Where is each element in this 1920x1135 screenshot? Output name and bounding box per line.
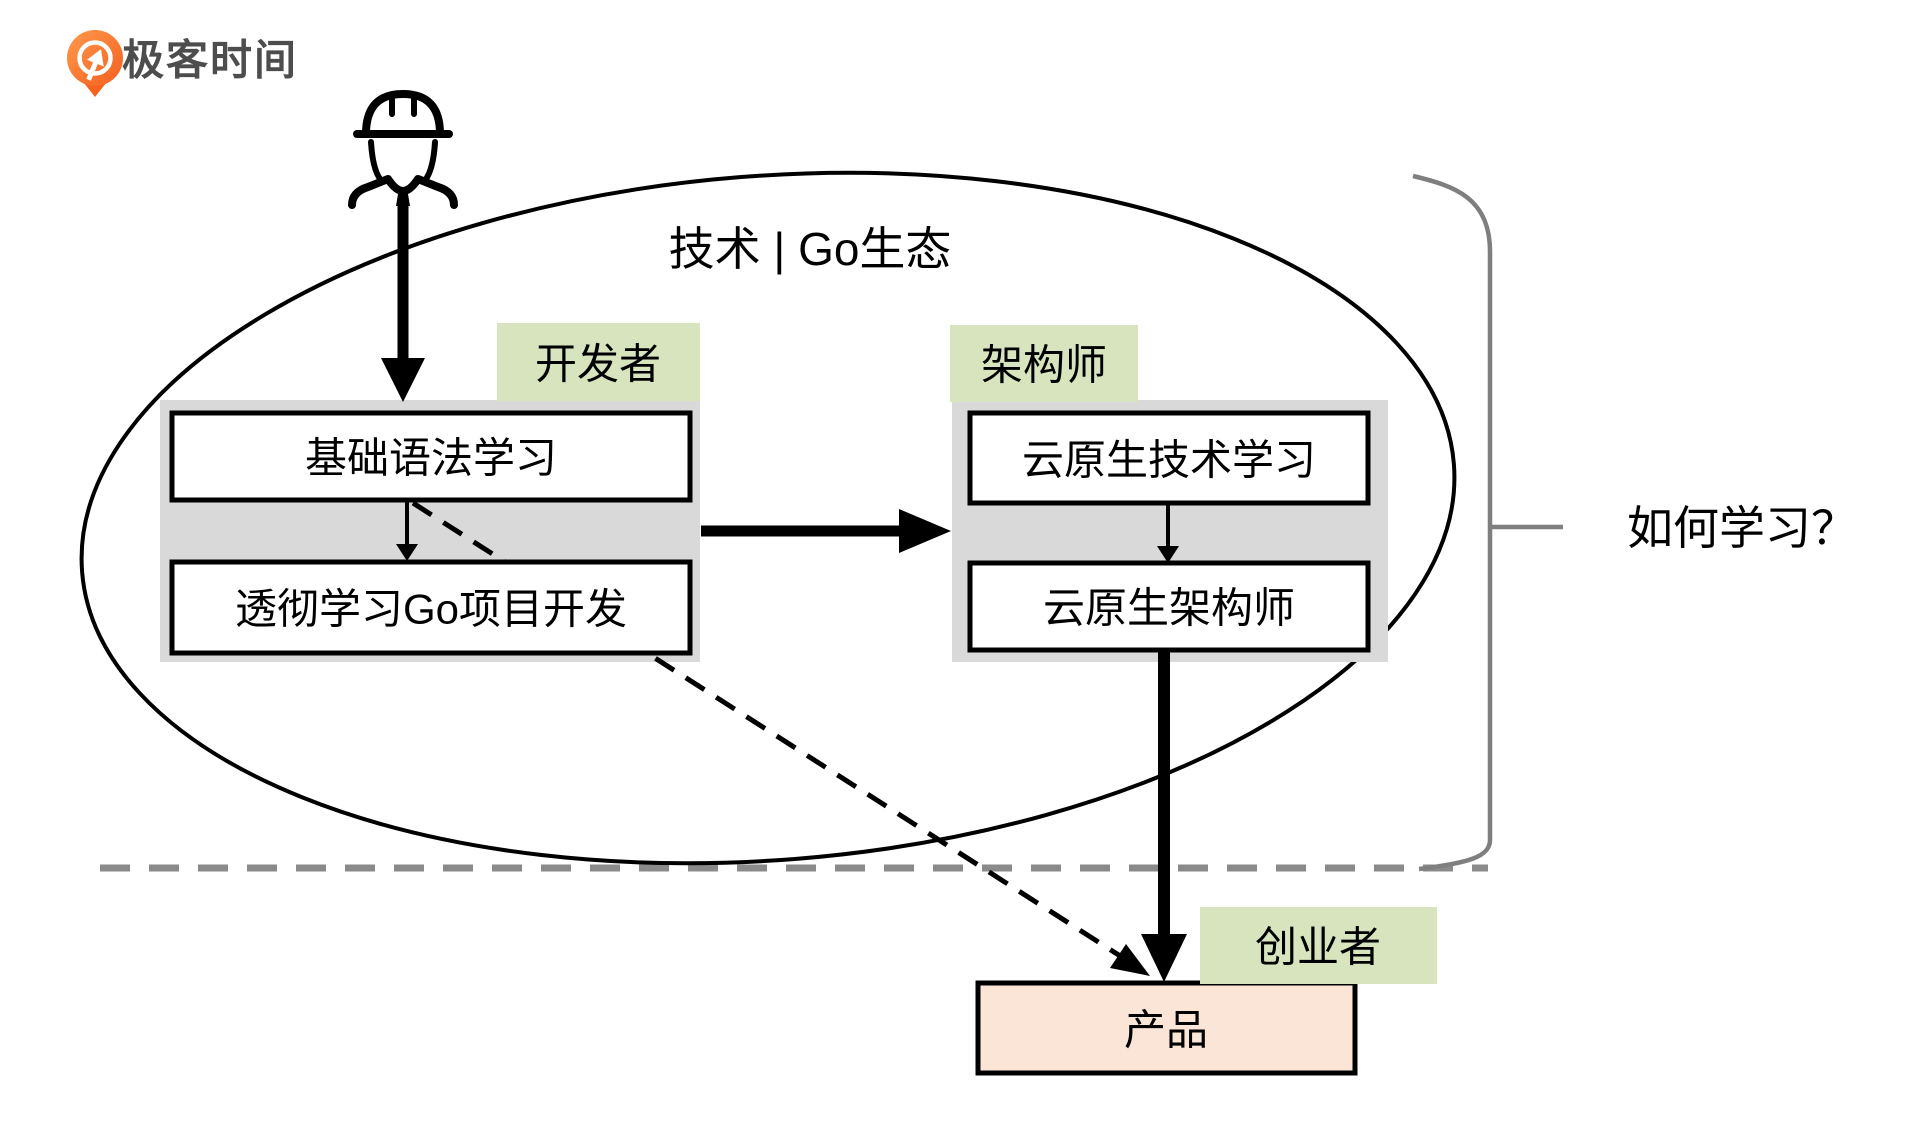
go-ecosystem-ellipse [79, 170, 1457, 866]
box-product [975, 980, 1358, 1076]
developer-label: 开发者 [535, 341, 661, 388]
developer-step1-text: 基础语法学习 [305, 435, 557, 482]
arrow-architect-to-product [1141, 650, 1187, 982]
architect-step1-text: 云原生技术学习 [1022, 437, 1316, 484]
architect-step2-text: 云原生架构师 [1043, 585, 1295, 632]
entrepreneur-label: 创业者 [1255, 924, 1381, 971]
brand-logo-text: 极客时间 [122, 37, 298, 84]
architect-label-badge [950, 325, 1138, 402]
arrow-basic-to-project [396, 500, 418, 561]
arrow-developer-to-architect [701, 509, 951, 553]
how-to-learn-annotation: 如何学习？ [1627, 502, 1857, 554]
developer-step2-text: 透彻学习Go项目开发 [235, 586, 627, 633]
product-box-text: 产品 [1124, 1007, 1208, 1054]
how-to-learn-brace [1412, 173, 1563, 872]
box-cloud-native-architect [967, 560, 1371, 653]
box-cloud-native-learning [967, 410, 1371, 506]
geektime-pin-icon [67, 30, 123, 97]
entrepreneur-label-badge [1200, 907, 1437, 984]
developer-label-badge [497, 323, 700, 401]
arrow-cloud-learning-to-architect [1157, 503, 1179, 563]
engineer-worker-icon [348, 90, 458, 209]
arrow-persona-to-developer [381, 206, 425, 402]
architect-label: 架构师 [981, 342, 1107, 389]
dashed-diagonal-arrowhead [1110, 944, 1150, 976]
box-go-project-dev [169, 559, 693, 656]
box-basic-syntax [169, 410, 693, 503]
ellipse-title: 技术 | Go生态 [669, 223, 952, 275]
